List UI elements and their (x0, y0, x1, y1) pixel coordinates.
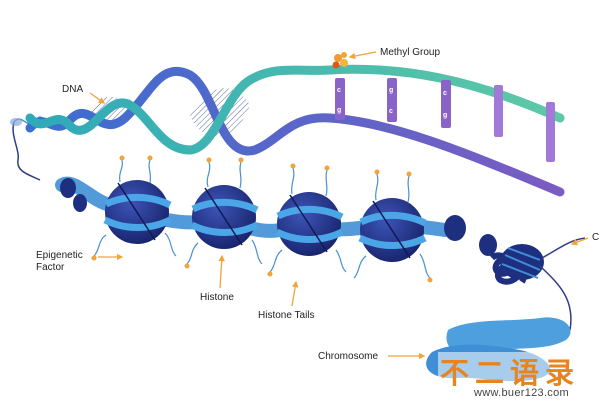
label-arrows (89, 51, 589, 360)
watermark-url: www.buer123.com (473, 387, 569, 399)
bp-bottom-1: g (337, 107, 341, 114)
chromatin-arrow (570, 237, 589, 246)
histone-tails-arrow (291, 280, 299, 307)
dna-arrow (89, 92, 106, 104)
linker-bead (479, 234, 497, 256)
linker-bead (444, 215, 466, 241)
bp-top-1: c (337, 87, 341, 94)
label-histone: Histone (200, 292, 234, 303)
label-dna: DNA (62, 84, 83, 95)
label-chromosome: Chromosome (318, 351, 378, 362)
histone-arrow (218, 254, 225, 289)
watermark-char-3: 语 (510, 356, 539, 390)
methyl-arrow (348, 51, 377, 60)
watermark-char-4: 录 (545, 356, 574, 390)
nucleosome (275, 192, 344, 256)
helix-strand-teal (25, 64, 565, 155)
label-methyl-group: Methyl Group (380, 47, 440, 58)
base-pair-rungs: c g g c c g (335, 78, 555, 162)
linker-bead (73, 194, 87, 212)
rung (494, 85, 503, 137)
bp-top-2: g (389, 87, 393, 94)
nucleosome (358, 198, 427, 262)
linker-bead (60, 178, 76, 198)
label-epigenetic-factor-2: Factor (36, 262, 65, 273)
watermark-char-2: 二 (475, 356, 504, 390)
bp-bottom-2: c (389, 108, 393, 115)
watermark: 不 二 语 录 www.buer123.com (438, 352, 586, 399)
helix-strand-purple (25, 66, 565, 197)
bp-top-3: c (443, 90, 447, 97)
methyl-group-icon (332, 52, 348, 69)
rung (441, 80, 451, 128)
rung (387, 78, 397, 122)
histone-tails (93, 159, 431, 279)
epigenetic-factor-dots (91, 155, 433, 283)
nucleosome (103, 180, 172, 244)
coiled-chromatin (489, 237, 586, 331)
label-epigenetic-factor-1: Epigenetic (36, 250, 83, 261)
nucleosomes (103, 180, 497, 262)
bp-bottom-3: g (443, 112, 447, 119)
dna-double-helix (25, 64, 565, 197)
nucleosome (190, 185, 259, 249)
labels: DNA Methyl Group Epigenetic Factor Histo… (36, 47, 599, 362)
watermark-char-1: 不 (440, 356, 469, 390)
rung (546, 102, 555, 162)
label-chromatin-cut: C (592, 232, 599, 243)
rung (335, 78, 345, 120)
label-histone-tails: Histone Tails (258, 310, 315, 321)
